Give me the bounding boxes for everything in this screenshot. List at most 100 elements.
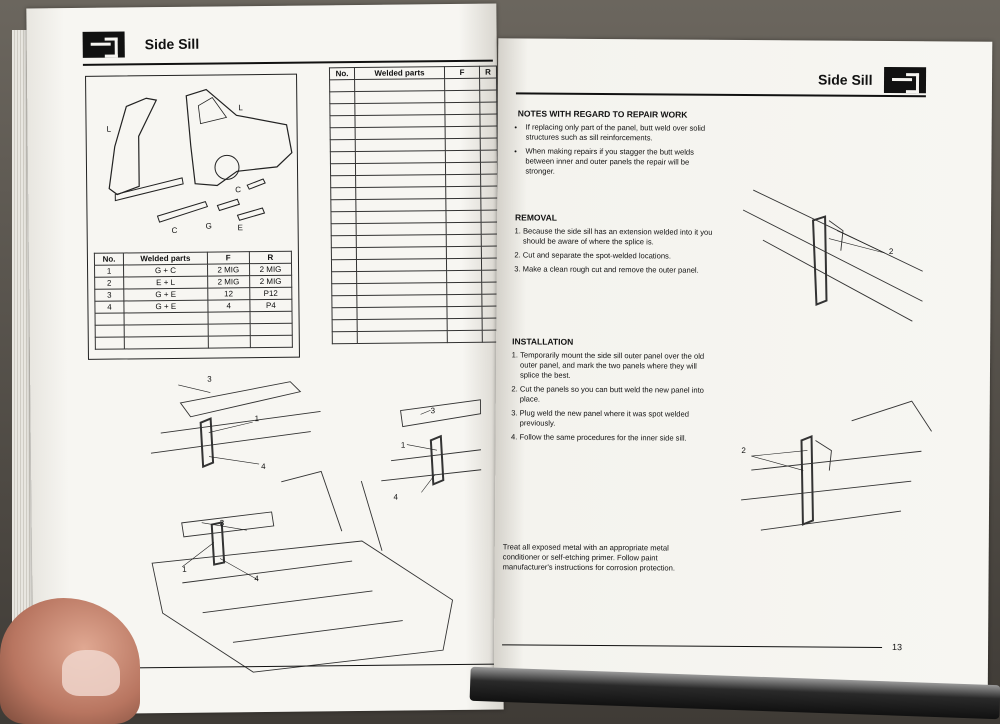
table-cell	[446, 294, 482, 307]
table-cell	[354, 78, 445, 92]
right-header-rule	[515, 92, 926, 98]
table-cell: G + C	[123, 264, 208, 277]
sill-section-icon	[884, 66, 927, 94]
right-page-header: Side Sill	[817, 66, 927, 94]
table-cell	[445, 138, 481, 151]
column-header: No.	[94, 252, 124, 266]
table-cell	[329, 115, 356, 128]
table-cell	[355, 186, 446, 200]
part-label-l-door: L	[106, 124, 112, 134]
notes-heading: NOTES WITH REGARD TO REPAIR WORK	[517, 108, 688, 120]
installation-heading: INSTALLATION	[512, 336, 574, 347]
table-cell	[331, 223, 357, 236]
table-cell	[355, 162, 446, 176]
table-cell	[446, 234, 482, 247]
table-cell: E + L	[123, 276, 208, 289]
table-cell	[480, 138, 498, 151]
table-cell: 3	[94, 288, 124, 302]
column-header: R	[479, 66, 497, 79]
table-cell	[357, 318, 448, 332]
table-cell	[445, 174, 481, 187]
table-cell: 12	[207, 287, 250, 301]
table-cell	[330, 139, 356, 152]
table-cell	[355, 126, 446, 140]
right-page-title: Side Sill	[817, 71, 873, 88]
table-cell	[481, 222, 499, 235]
callout-3: 3	[430, 406, 436, 416]
callout-4: 4	[254, 574, 259, 584]
column-header: F	[207, 251, 250, 265]
callout-3: 3	[219, 518, 225, 528]
installation-list: Temporarily mount the side sill outer pa…	[509, 350, 710, 447]
part-label-g: G	[205, 221, 212, 231]
callout-2: 2	[888, 247, 894, 257]
list-item: Because the side sill has an extension w…	[523, 226, 713, 247]
table-cell	[356, 306, 448, 320]
table-cell	[480, 198, 498, 211]
table-cell	[355, 138, 446, 152]
table-cell	[446, 222, 482, 235]
table-cell: P4	[249, 299, 293, 312]
table-cell: G + E	[123, 288, 208, 301]
table-cell	[355, 210, 447, 224]
callout-4: 4	[261, 462, 266, 472]
callout-3: 3	[207, 374, 212, 384]
table-cell	[445, 150, 481, 163]
table-cell	[355, 198, 446, 212]
list-item: Temporarily mount the side sill outer pa…	[520, 350, 710, 381]
part-label-e: E	[237, 223, 244, 233]
table-cell	[330, 163, 356, 176]
list-item: When making repairs if you stagger the b…	[525, 146, 715, 177]
table-cell	[331, 295, 357, 308]
table-cell	[480, 186, 498, 199]
left-page: Side Sill L L C C G E No. Welded parts F…	[26, 3, 504, 715]
table-cell	[447, 330, 483, 343]
table-cell: 2 MIG	[249, 275, 292, 288]
table-cell	[444, 114, 481, 127]
table-cell	[479, 102, 497, 115]
table-cell: 4	[94, 300, 125, 314]
table-cell	[445, 210, 482, 223]
table-cell: G + E	[123, 300, 208, 313]
car-body-exploded-illustration	[108, 88, 293, 223]
welded-parts-table: No. Welded parts F R 1 G + C 2 MIG 2 MIG…	[94, 251, 293, 350]
table-cell	[330, 187, 356, 200]
callout-1: 1	[182, 564, 187, 574]
table-cell	[480, 174, 498, 187]
list-item: Follow the same procedures for the inner…	[519, 432, 709, 443]
table-cell	[357, 330, 448, 344]
table-cell: P12	[249, 287, 292, 300]
column-header: No.	[329, 67, 355, 80]
sill-weld-locations-illustration	[150, 381, 482, 673]
table-cell	[480, 150, 498, 163]
sill-section-icon	[82, 31, 125, 58]
table-cell	[479, 90, 497, 103]
removal-heading: REMOVAL	[515, 212, 557, 223]
table-cell	[445, 126, 481, 139]
list-item: If replacing only part of the panel, but…	[526, 122, 716, 143]
removal-list: Because the side sill has an extension w…	[513, 226, 713, 279]
table-cell	[332, 319, 358, 332]
table-cell: 2	[94, 276, 124, 290]
part-label-l-body: L	[238, 103, 243, 113]
table-cell: 4	[207, 299, 250, 313]
column-header: Welded parts	[123, 252, 208, 265]
table-cell: 2 MIG	[207, 263, 250, 277]
left-page-title: Side Sill	[144, 35, 200, 53]
table-cell: 1	[94, 264, 124, 278]
list-item: Cut and separate the spot-welded locatio…	[523, 250, 713, 261]
table-cell	[354, 114, 446, 128]
table-cell	[444, 102, 480, 115]
table-cell	[444, 90, 480, 103]
column-header: F	[444, 66, 480, 79]
table-cell	[329, 79, 355, 92]
table-cell	[447, 318, 483, 331]
part-label-c-lower: C	[171, 225, 178, 235]
side-sill-splice-illustration	[741, 189, 932, 531]
list-item: Plug weld the new panel where it was spo…	[520, 408, 710, 429]
table-cell	[356, 222, 447, 236]
table-row	[95, 335, 293, 350]
callout-1: 1	[400, 440, 406, 450]
list-item: Cut the panels so you can butt weld the …	[520, 384, 710, 405]
table-cell	[330, 127, 356, 140]
